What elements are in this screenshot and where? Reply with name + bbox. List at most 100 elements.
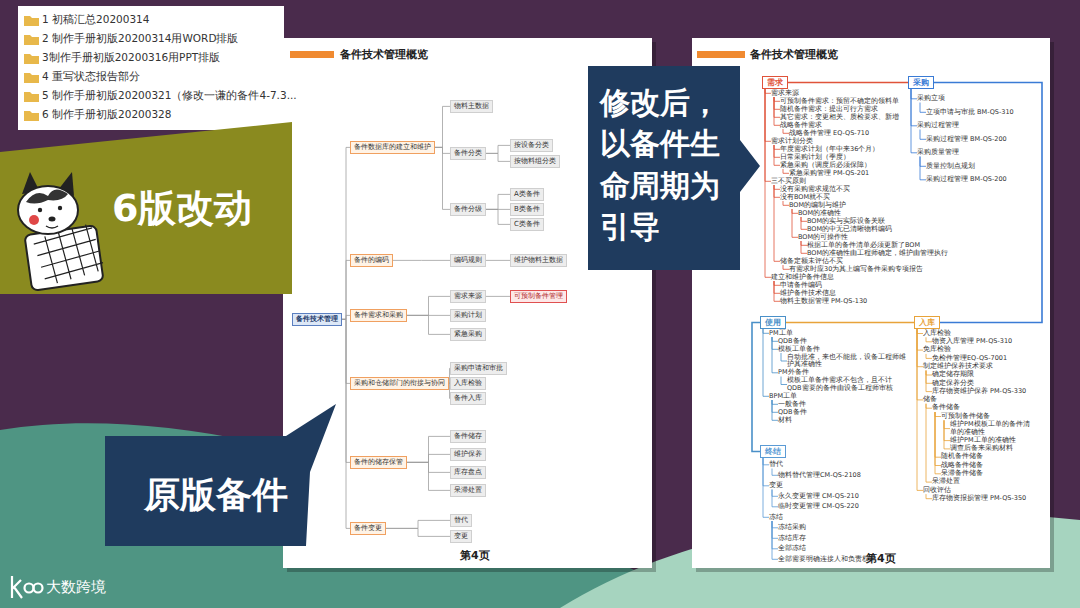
node-text: 维护备件技术信息	[780, 290, 836, 298]
mindmap-item: 采购过程管理 BM-QS-200	[926, 136, 1007, 144]
mindmap-item: 根据工单的备件清单必须更新了BOM	[807, 242, 920, 250]
mindmap-item: 采购质量管理	[917, 149, 959, 157]
mindmap-item: 确定储存期限	[932, 371, 974, 379]
mindmap-item: PM工单	[769, 330, 793, 338]
node-text: 替代	[769, 461, 783, 469]
connector	[926, 371, 932, 384]
connector	[801, 241, 807, 245]
connector	[917, 329, 923, 334]
connector	[783, 129, 789, 133]
mindmap-item: QDB备件	[778, 409, 807, 417]
node-text: 按设备分类	[514, 141, 549, 150]
mindmap-item: BOM的准确性	[798, 210, 841, 218]
mindmap-item: 没有BOM就不买	[780, 194, 830, 202]
mindmap-item: 冻结采购	[778, 524, 806, 532]
node-text: 可预制备件需求：预留不确定的领料单	[780, 98, 899, 106]
connector	[783, 265, 789, 269]
node-text: 没有BOM就不买	[780, 194, 830, 202]
connector	[926, 371, 932, 392]
mindmap-box: 备件需求和采购	[350, 309, 407, 322]
connector	[772, 400, 778, 412]
mindmap-box: 备件分级	[450, 203, 486, 216]
node-text: 维护物料主数据	[514, 256, 563, 265]
title-bar	[697, 51, 745, 58]
node-text: 年度需求计划（年中来36个月）	[780, 146, 879, 154]
node-text: 终结	[765, 447, 781, 456]
node-text: 备件技术管理	[296, 315, 338, 324]
node-text: 根据工单的备件清单必须更新了BOM	[807, 242, 920, 250]
mindmap-box: 编码规则	[450, 254, 486, 267]
connector	[765, 89, 771, 141]
node-text: 确定保养分类	[932, 380, 974, 388]
mindmap-item: 模板工单备件需求不包含，且不计 QDB需要的备件由设备工程师审核	[787, 377, 906, 392]
connector	[763, 458, 769, 465]
node-text: 替代	[454, 516, 468, 525]
mindmap-item: 全部冻结	[778, 545, 806, 553]
connector	[917, 329, 923, 350]
mindmap-item: 质量控制点规划	[926, 163, 975, 171]
node-text: 采购计划	[454, 311, 482, 320]
mindmap-item: 材料	[778, 417, 792, 425]
node-text: 回收评估	[923, 487, 951, 495]
node-text: B类备件	[514, 205, 540, 214]
node-text: 呆滞备件储备	[941, 470, 983, 478]
mindmap-box: 物料主数据	[450, 100, 493, 113]
connector	[486, 145, 510, 153]
connector	[774, 185, 780, 197]
mindmap-box: 按设备分类	[510, 139, 553, 152]
node-text: 其它需求：变更相关、质检要求、新增	[780, 114, 899, 122]
mindmap-box: 采购申请和审批	[450, 362, 507, 375]
connector	[763, 329, 769, 396]
node-text: 备件入库	[454, 394, 482, 403]
node-text: 申请备件编码	[780, 282, 822, 290]
connector	[774, 145, 780, 165]
mindmap-box: 备件的编码	[350, 254, 393, 267]
node-text: QDB备件	[778, 409, 807, 417]
mindmap-item: 有需求时应30为其上编写备件采购专项报告	[789, 266, 923, 274]
file-name: 2 制作手册初版20200314用WORD排版	[42, 32, 239, 46]
connector	[926, 494, 932, 499]
node-text: 维护PM工单的准确性	[950, 437, 1016, 445]
node-text: 采购过程管理	[917, 122, 959, 130]
node-text: 确定储存期限	[932, 371, 974, 379]
mindmap-item: 库存物资报损管理 PM-QS-350	[932, 495, 1026, 503]
connector	[486, 296, 510, 297]
connector	[393, 260, 450, 261]
node-text: 需求计划分类	[771, 138, 813, 146]
connector	[772, 521, 778, 559]
connector	[926, 371, 932, 376]
node-text: BOM的中无已清晰物料编码	[807, 226, 892, 234]
connector	[772, 469, 778, 476]
connector	[935, 412, 941, 474]
node-text: 模板工单备件需求不包含，且不计 QDB需要的备件由设备工程师审核	[787, 377, 906, 392]
mindmap-item: 免检件管理EQ-QS-7001	[932, 355, 1007, 363]
connector	[407, 454, 450, 462]
node-text: 采购质量管理	[917, 149, 959, 157]
logo-text: 大数跨境	[46, 578, 106, 597]
mindmap-box: 变更	[450, 530, 472, 543]
mindmap-item: 可预制备件需求：预留不确定的领料单	[780, 98, 899, 106]
node-text: A类备件	[514, 190, 540, 199]
file-panel	[18, 6, 284, 130]
connector	[386, 520, 450, 528]
node-text: 质量控制点规划	[926, 163, 975, 171]
mindmap-box: 备件储存	[450, 430, 486, 443]
connector	[917, 329, 923, 367]
file-name: 6 制作手册初版20200328	[42, 108, 171, 122]
node-text: C类备件	[514, 220, 540, 229]
file-name: 3制作手册初版20200316用PPT排版	[42, 51, 220, 65]
mindmap-item: 紧急采购（调度后必须保障）	[780, 162, 871, 170]
node-text: 立项申请与审批 BM-QS-310	[926, 109, 1014, 117]
connector	[801, 217, 807, 221]
connector	[783, 201, 789, 205]
mindmap-box: 备件变更	[350, 522, 386, 535]
node-text: 随机备件需求：提出可行方需求	[780, 106, 878, 114]
file-name: 5 制作手册初版20200321（修改一谦的备件4-7.3...	[42, 89, 297, 103]
mindmap-item: 永久变更管理 CM-QS-210	[778, 493, 859, 501]
connector	[772, 490, 778, 497]
mindmap-item: 库存物资维护保养 PM-QS-330	[932, 388, 1026, 396]
connector	[774, 281, 780, 301]
stage-box: 采购	[908, 76, 934, 89]
connector	[926, 404, 932, 409]
